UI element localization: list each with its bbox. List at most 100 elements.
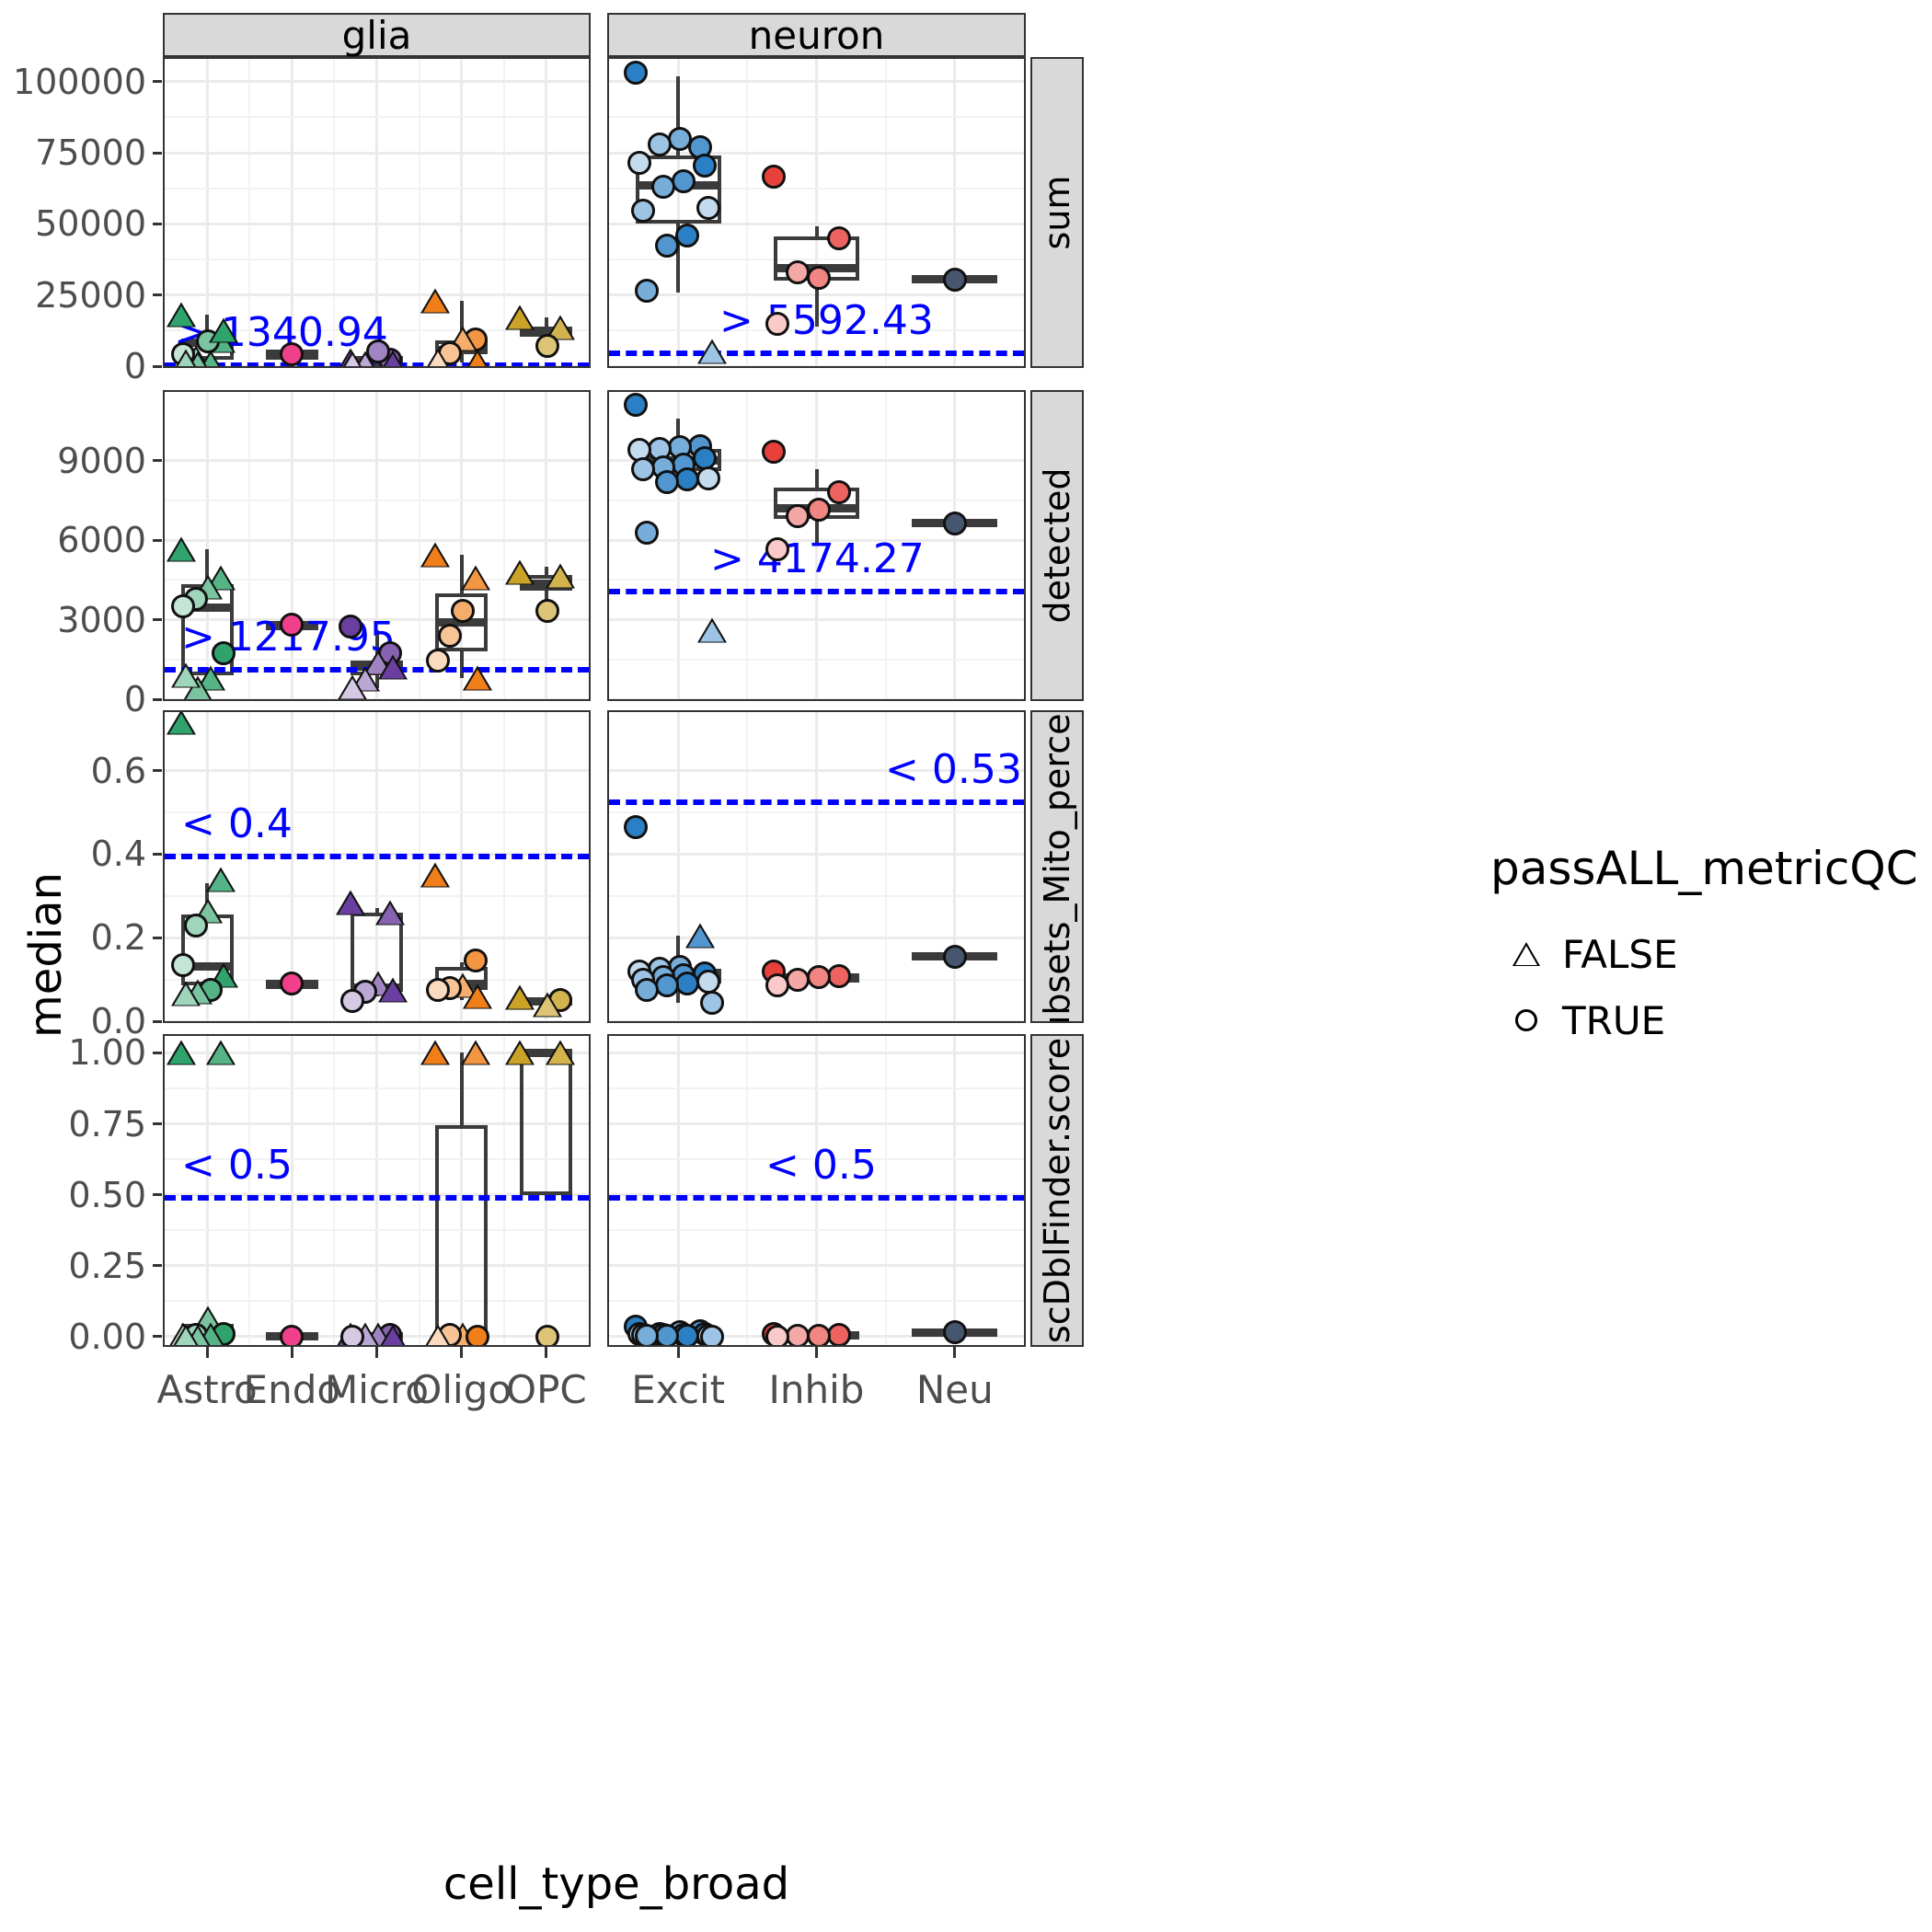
row-strip-label: sum [1037, 175, 1077, 250]
data-point-circle-icon [655, 469, 680, 494]
vertical-gridline [953, 712, 957, 1021]
data-point-triangle-icon [422, 348, 453, 366]
vertical-gridline [953, 1036, 957, 1345]
vertical-gridline-minor [333, 59, 336, 366]
box [435, 1125, 489, 1337]
gridline-minor [165, 894, 589, 897]
triangle-fill [173, 1328, 198, 1345]
triangle-fill [173, 666, 198, 687]
legend-key-circle [1490, 1009, 1562, 1031]
data-point-triangle-icon [166, 712, 196, 735]
row-strip-label: subsets_Mito_percent [1037, 710, 1077, 1023]
data-point-circle-icon [765, 311, 789, 336]
data-point-circle-icon [786, 259, 811, 284]
gridline-major [165, 769, 589, 773]
data-point-circle-icon [826, 480, 851, 505]
y-tick-mark [153, 80, 162, 84]
whisker-upper [459, 1052, 464, 1126]
triangle-fill [168, 540, 193, 561]
data-point-circle-icon [634, 279, 659, 304]
legend-item-label: FALSE [1562, 931, 1678, 977]
x-tick-mark [375, 1347, 378, 1358]
y-tick-mark [153, 1019, 162, 1023]
legend-item-false[interactable]: FALSE [1490, 921, 1918, 987]
whisker-upper [459, 300, 464, 340]
gridline-major [609, 618, 1024, 622]
data-point-triangle-icon [545, 1040, 575, 1065]
vertical-gridline-minor [502, 1036, 505, 1345]
data-point-circle-icon [171, 952, 196, 977]
gridline-major [609, 222, 1024, 225]
triangle-fill [425, 351, 450, 366]
data-point-circle-icon [425, 977, 450, 1002]
vertical-gridline [460, 712, 464, 1021]
triangle-fill [699, 621, 724, 642]
vertical-gridline-minor [333, 1036, 336, 1345]
legend-item-true[interactable]: TRUE [1490, 987, 1918, 1053]
vertical-gridline-minor [418, 712, 420, 1021]
data-point-circle-icon [806, 1323, 831, 1345]
x-axis-title: cell_type_broad [443, 1858, 790, 1910]
threshold-line [609, 799, 1024, 806]
data-point-circle-icon [942, 267, 967, 292]
triangle-fill [338, 893, 362, 914]
column-strip-label: neuron [748, 12, 885, 58]
triangle-fill [209, 870, 234, 891]
data-point-triangle-icon [422, 1324, 453, 1345]
data-point-circle-icon [463, 949, 488, 973]
vertical-gridline-minor [418, 392, 420, 699]
data-point-triangle-icon [170, 662, 201, 688]
y-tick-mark [153, 1335, 162, 1339]
whisker-lower [814, 281, 819, 327]
triangle-fill [173, 352, 198, 366]
data-point-triangle-icon [335, 890, 365, 915]
vertical-gridline [953, 392, 957, 699]
data-point-triangle-icon [463, 983, 493, 1009]
vertical-gridline [815, 1036, 818, 1345]
vertical-gridline [375, 712, 378, 1021]
triangle-fill [463, 1043, 488, 1064]
triangle-fill [423, 546, 448, 567]
y-tick-label: 25000 [35, 274, 146, 316]
data-point-triangle-icon [377, 977, 408, 1003]
triangle-fill [508, 563, 533, 584]
legend-key-triangle [1490, 942, 1562, 966]
triangle-fill [508, 1043, 533, 1064]
x-tick-label-opc: OPC [506, 1367, 587, 1412]
data-point-circle-icon [699, 1324, 724, 1345]
vertical-gridline [676, 392, 680, 699]
y-tick-mark [153, 936, 162, 939]
data-point-circle-icon [786, 967, 811, 992]
vertical-gridline [375, 59, 378, 366]
y-tick-mark [153, 1122, 162, 1126]
data-point-circle-icon [765, 1324, 789, 1345]
data-point-triangle-icon [338, 351, 368, 366]
row-strip-label: detected [1037, 467, 1077, 624]
data-point-circle-icon [696, 969, 720, 994]
legend-item-label: TRUE [1562, 997, 1666, 1043]
triangle-fill [466, 987, 490, 1008]
vertical-gridline-minor [746, 392, 749, 699]
median-line [180, 962, 234, 972]
x-tick-label-astro: Astro [156, 1367, 258, 1412]
y-tick-mark [153, 1264, 162, 1268]
data-point-circle-icon [942, 1320, 967, 1345]
gridline-minor [609, 329, 1024, 332]
whisker-lower [676, 224, 681, 293]
circle-icon [1515, 1009, 1537, 1031]
vertical-gridline [460, 1036, 464, 1345]
triangle-fill [688, 926, 713, 948]
triangle-fill [209, 1043, 234, 1064]
gridline-major [165, 459, 589, 463]
gridline-minor [165, 1300, 589, 1303]
data-point-circle-icon [696, 466, 720, 490]
whisker-lower [676, 983, 681, 1003]
vertical-gridline [205, 1036, 209, 1345]
data-point-triangle-icon [505, 305, 535, 330]
data-point-triangle-icon [338, 674, 368, 699]
whisker-lower [459, 354, 464, 362]
vertical-gridline [205, 59, 209, 366]
triangle-fill [508, 308, 533, 329]
data-point-triangle-icon [208, 317, 238, 343]
